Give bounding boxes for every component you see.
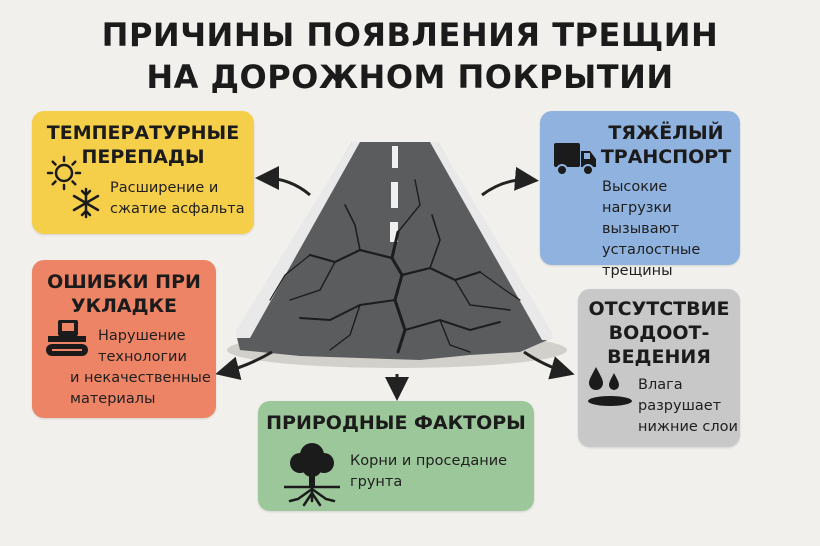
road-roller-icon	[46, 320, 88, 356]
road-edge-right	[430, 142, 552, 340]
title-line-2: НА ДОРОЖНОМ ПОКРЫТИИ	[146, 58, 674, 96]
truck-icon	[554, 143, 596, 176]
card-natural-title: ПРИРОДНЫЕ ФАКТОРЫ	[266, 412, 526, 434]
card-natural-text: Корни и проседание грунта	[350, 453, 508, 490]
page-title: ПРИЧИНЫ ПОЯВЛЕНИЯ ТРЕЩИН НА ДОРОЖНОМ ПОК…	[0, 14, 820, 98]
card-drainage-text: Влага разрушает нижние слои	[638, 377, 738, 435]
card-natural-factors: ПРИРОДНЫЕ ФАКТОРЫ Корни и проседание гру…	[258, 401, 534, 511]
card-laying-errors: ОШИБКИ ПРИ УКЛАДКЕ Нарушение технологии …	[32, 260, 216, 418]
title-line-1: ПРИЧИНЫ ПОЯВЛЕНИЯ ТРЕЩИН	[101, 16, 719, 54]
card-laying-title: ОШИБКИ ПРИ УКЛАДКЕ	[47, 271, 201, 317]
card-temperature: ТЕМПЕРАТУРНЫЕ ПЕРЕПАДЫ Расширение и сжат…	[32, 111, 254, 234]
road-center-line	[390, 146, 398, 242]
sun-icon	[46, 155, 82, 191]
card-heavy-text: Высокие нагрузки вызывают усталостные тр…	[602, 179, 701, 279]
card-heavy-title: ТЯЖЁЛЫЙ ТРАНСПОРТ	[600, 122, 732, 168]
card-drainage: ОТСУТСТВИЕ ВОДООТ- ВЕДЕНИЯ Влага разруша…	[578, 289, 740, 447]
tree-roots-icon	[284, 443, 340, 507]
arrow-to-heavy	[481, 166, 539, 197]
arrow-to-laying	[215, 350, 273, 381]
card-laying-text: Нарушение технологии и некачественные ма…	[70, 328, 211, 407]
connector-arrows	[215, 166, 575, 401]
card-temperature-text: Расширение и сжатие асфальта	[110, 180, 245, 217]
card-temperature-title: ТЕМПЕРАТУРНЫЕ ПЕРЕПАДЫ	[46, 122, 240, 168]
road-cracks	[269, 179, 521, 354]
card-heavy-transport: ТЯЖЁЛЫЙ ТРАНСПОРТ Высокие нагрузки вызыв…	[540, 111, 740, 279]
arrow-to-temperature	[255, 166, 311, 197]
snowflake-icon	[72, 187, 100, 219]
card-drainage-title: ОТСУТСТВИЕ ВОДООТ- ВЕДЕНИЯ	[588, 298, 730, 368]
water-drops-icon	[588, 367, 632, 406]
arrow-to-drainage	[523, 350, 575, 380]
road-edge-left	[236, 142, 360, 338]
